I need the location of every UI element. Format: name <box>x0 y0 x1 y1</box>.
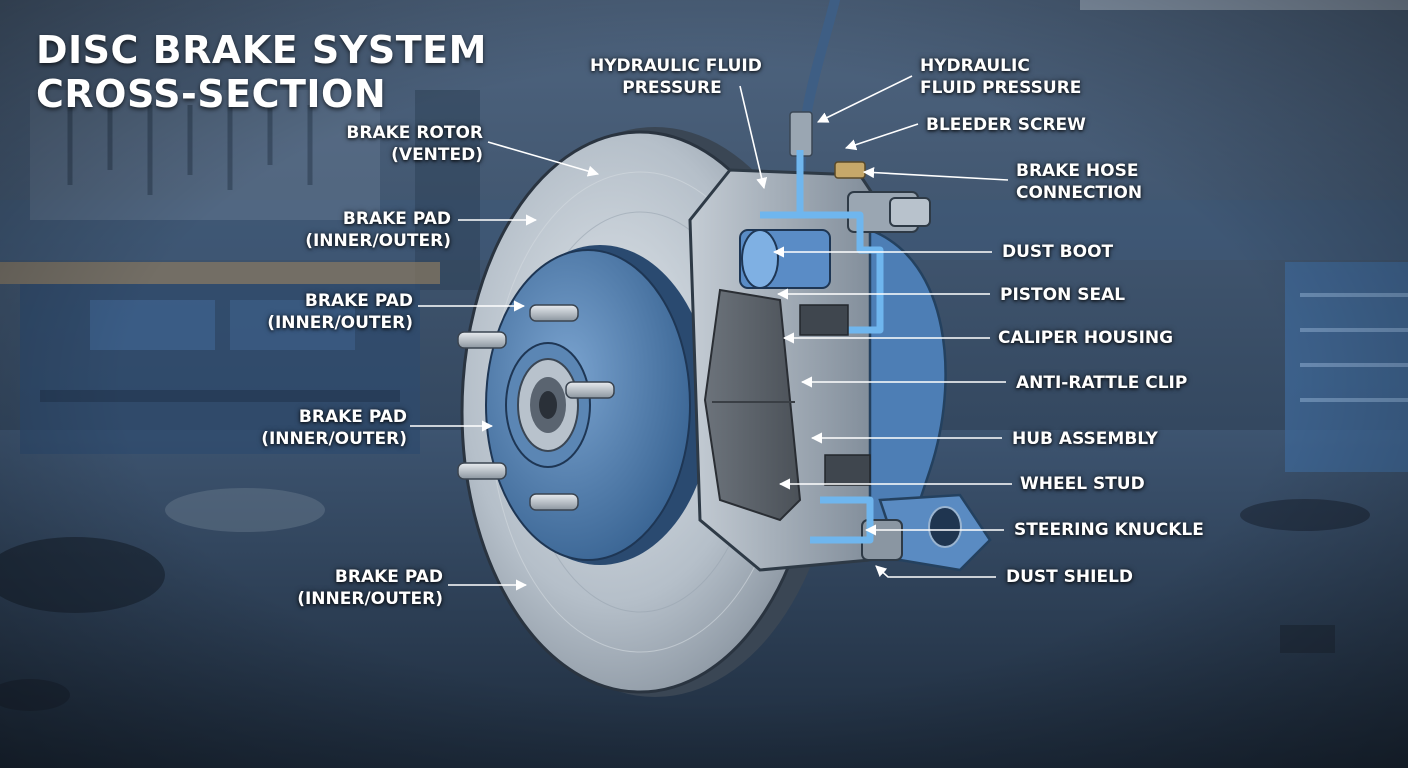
label-brake-pad-4: BRAKE PAD (INNER/OUTER) <box>297 567 443 609</box>
hub-assembly <box>485 245 712 565</box>
label-hydraulic-fluid-pressure-left: HYDRAULIC FLUID PRESSURE <box>590 56 762 98</box>
page-title: DISC BRAKE SYSTEM CROSS-SECTION <box>36 28 487 116</box>
label-wheel-stud: WHEEL STUD <box>1020 474 1145 494</box>
label-brake-rotor: BRAKE ROTOR (VENTED) <box>346 123 483 165</box>
leader-lines <box>410 75 1012 591</box>
label-caliper-housing: CALIPER HOUSING <box>998 328 1174 348</box>
title-line-2: CROSS-SECTION <box>36 72 387 116</box>
brake-pads <box>703 288 871 522</box>
brake-hose <box>795 0 840 195</box>
label-brake-pad-1: BRAKE PAD (INNER/OUTER) <box>305 209 451 251</box>
label-anti-rattle-clip: ANTI-RATTLE CLIP <box>1016 373 1188 393</box>
label-hydraulic-fluid-pressure-right: HYDRAULIC FLUID PRESSURE <box>920 56 1082 98</box>
label-dust-shield: DUST SHIELD <box>1006 567 1134 587</box>
label-bleeder-screw: BLEEDER SCREW <box>926 115 1086 135</box>
hydraulic-channel <box>760 150 884 334</box>
label-hub-assembly: HUB ASSEMBLY <box>1012 429 1158 449</box>
label-brake-pad-2: BRAKE PAD (INNER/OUTER) <box>267 291 413 333</box>
label-piston-seal: PISTON SEAL <box>1000 285 1126 305</box>
wheel-studs <box>457 304 615 511</box>
label-dust-boot: DUST BOOT <box>1002 242 1114 262</box>
label-brake-hose-connection: BRAKE HOSE CONNECTION <box>1016 161 1143 203</box>
title-line-1: DISC BRAKE SYSTEM <box>36 28 487 72</box>
label-steering-knuckle: STEERING KNUCKLE <box>1014 520 1204 540</box>
label-brake-pad-3: BRAKE PAD (INNER/OUTER) <box>261 407 407 449</box>
